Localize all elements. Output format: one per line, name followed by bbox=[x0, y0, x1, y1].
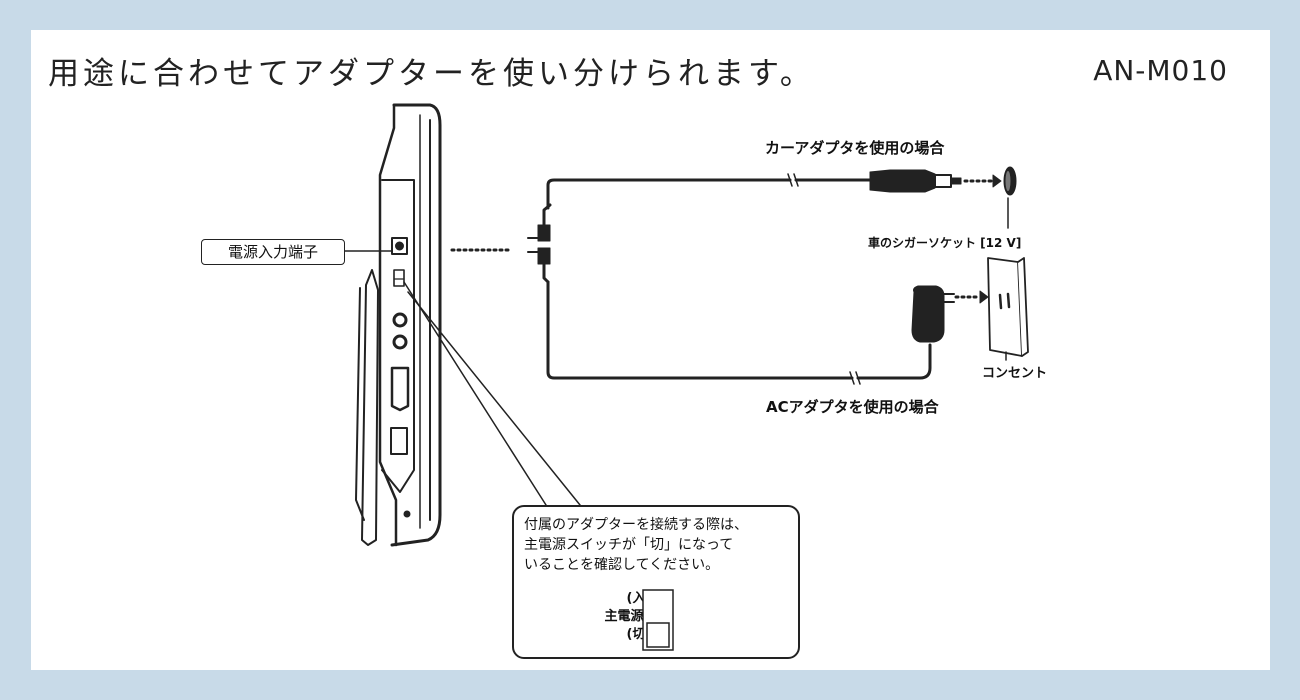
cigar-socket bbox=[1003, 166, 1017, 229]
power-port-label: 電源入力端子 bbox=[201, 239, 345, 265]
ac-adapter-label: ACアダプタを使用の場合 bbox=[766, 398, 939, 416]
car-adapter-label: カーアダプタを使用の場合 bbox=[765, 139, 945, 157]
device-side-view bbox=[355, 103, 442, 547]
outlet-label: コンセント bbox=[982, 366, 1048, 381]
caution-line-2: 主電源スイッチが「切」になって bbox=[524, 537, 734, 553]
power-switch-illustration bbox=[642, 589, 674, 651]
caution-note: 付属のアダプターを接続する際は、 主電源スイッチが「切」になって いることを確認… bbox=[512, 505, 800, 659]
model-number: AN-M010 bbox=[1093, 54, 1228, 87]
cigar-socket-label: 車のシガーソケット [12 V] bbox=[868, 236, 1022, 250]
caution-line-3: いることを確認してください。 bbox=[524, 557, 720, 573]
wall-outlet bbox=[987, 257, 1029, 361]
caution-text: 付属のアダプターを接続する際は、 主電源スイッチが「切」になって いることを確認… bbox=[524, 515, 794, 575]
ac-adapter bbox=[911, 285, 955, 343]
car-adapter-plug bbox=[869, 169, 962, 193]
caution-line-1: 付属のアダプターを接続する際は、 bbox=[524, 517, 748, 533]
plug-connectors bbox=[527, 203, 552, 284]
headline: 用途に合わせてアダプターを使い分けられます。 bbox=[48, 56, 815, 92]
switch-name-label: 主電源 bbox=[604, 609, 644, 624]
